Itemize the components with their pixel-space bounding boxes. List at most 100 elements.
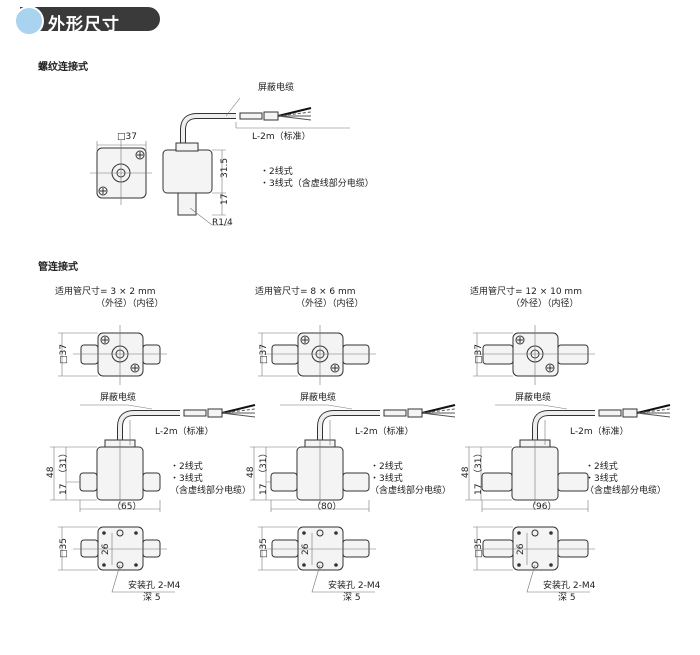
thread-size: R1/4 xyxy=(212,218,233,228)
fitting-right xyxy=(557,472,589,492)
col1-top-dim: □37 xyxy=(59,344,69,364)
screw-hole xyxy=(134,563,138,567)
col2-wiring-note: （含虚线部分电缆） xyxy=(370,486,452,496)
cable-wire xyxy=(636,404,671,414)
col2-lower-height: 17 xyxy=(259,483,269,495)
fitting-right xyxy=(342,472,370,492)
section-title: 外形尺寸 xyxy=(48,15,120,35)
cable-wire xyxy=(221,404,256,414)
screw-icon xyxy=(547,365,553,371)
col2-cable-length: L-2m（标准） xyxy=(355,427,414,437)
col1-cable-length: L-2m（标准） xyxy=(155,427,214,437)
mount-hole xyxy=(116,529,124,537)
screw-hole xyxy=(134,531,138,535)
col1-bottom-dim: □35 xyxy=(59,538,69,558)
fitting-right xyxy=(557,539,589,558)
screw-hole xyxy=(334,563,338,567)
dim-line xyxy=(250,420,370,512)
title-bullet-icon xyxy=(14,6,44,36)
col3-mount-depth: 深 5 xyxy=(558,593,576,603)
square-dim: □37 xyxy=(117,132,137,142)
leader-line xyxy=(80,404,153,410)
col2-upper-height: （31） xyxy=(259,448,269,478)
dim-upper: 31.5 xyxy=(220,157,230,178)
col1-size-sub: （外径）（内径） xyxy=(96,299,164,309)
fitting-right xyxy=(342,344,370,365)
screw-hole xyxy=(549,531,553,535)
cable-sleeve xyxy=(183,409,207,417)
col2-wiring-3: ・3线式 xyxy=(370,474,403,484)
screw-icon xyxy=(102,337,108,343)
fitting-left xyxy=(482,539,514,558)
dim-line xyxy=(50,420,161,512)
col1-wiring-2: ・2线式 xyxy=(170,462,203,472)
cable-wire xyxy=(636,408,671,414)
cable-wire xyxy=(277,107,312,117)
fitting-left xyxy=(481,472,513,492)
cable xyxy=(533,411,595,445)
screw-icon xyxy=(332,365,338,371)
col2-cable-label: 屏蔽电缆 xyxy=(300,393,337,403)
fitting-left xyxy=(270,472,298,492)
col3-bottom-dim: □35 xyxy=(474,538,484,558)
col3-mount-hole: 安装孔 2-M4 xyxy=(543,581,596,591)
mount-hole xyxy=(531,529,539,537)
col3-size-sub: （外径）（内径） xyxy=(511,299,579,309)
screw-icon xyxy=(132,365,138,371)
fitting-left xyxy=(482,344,514,365)
cable xyxy=(318,411,380,445)
cable xyxy=(181,114,236,150)
screw-icon xyxy=(302,337,308,343)
screw-hole xyxy=(302,531,306,535)
fitting-left xyxy=(80,344,99,365)
cable-sleeve xyxy=(383,409,407,417)
cable-label: 屏蔽电缆 xyxy=(258,83,295,93)
screw-icon xyxy=(137,152,143,158)
col3-top-dim: □37 xyxy=(474,344,484,364)
col1-cable-label: 屏蔽电缆 xyxy=(100,393,137,403)
leader-line xyxy=(280,404,353,410)
dim-line xyxy=(473,325,595,385)
col1-body-width: （65） xyxy=(112,502,142,512)
col2-size-sub: （外径）（内径） xyxy=(296,299,364,309)
fitting-left xyxy=(79,472,98,492)
col2-mount-hole: 安装孔 2-M4 xyxy=(328,581,381,591)
col2-wiring-2: ・2线式 xyxy=(370,462,403,472)
cable-wire xyxy=(636,412,671,418)
cable-wire xyxy=(421,404,456,414)
dim-line xyxy=(258,325,376,385)
cable-ferrule xyxy=(207,408,223,418)
col3-upper-height: （31） xyxy=(474,448,484,478)
dim-line xyxy=(96,141,147,152)
col2-bottom-dim: □35 xyxy=(259,538,269,558)
col3-total-height: 48 xyxy=(461,466,471,478)
dim-line xyxy=(58,325,167,385)
wiring-3: ・3线式（含虚线部分电缆） xyxy=(260,179,374,189)
threaded-heading: 螺纹连接式 xyxy=(38,62,88,73)
mount-hole xyxy=(316,529,324,537)
col3-size-line: 适用管尺寸= 12 × 10 mm xyxy=(470,287,582,297)
col1-total-height: 48 xyxy=(46,466,56,478)
fitting-right xyxy=(142,539,161,558)
col1-mount-depth: 深 5 xyxy=(143,593,161,603)
cable-wire xyxy=(277,111,312,117)
thread-stem xyxy=(177,192,197,216)
screw-hole xyxy=(102,531,106,535)
col1-upper-height: （31） xyxy=(59,448,69,478)
screw-hole xyxy=(302,563,306,567)
col2-size-line: 适用管尺寸= 8 × 6 mm xyxy=(255,287,356,297)
cable-wire xyxy=(277,115,312,121)
cable-sleeve xyxy=(598,409,622,417)
screw-icon xyxy=(100,188,106,194)
tube-heading: 管连接式 xyxy=(38,262,78,273)
fitting-right xyxy=(557,344,589,365)
screw-hole xyxy=(517,531,521,535)
cable-ferrule xyxy=(622,408,638,418)
dim-lower: 17 xyxy=(220,193,230,205)
dim-line xyxy=(465,420,589,512)
dim-line xyxy=(473,526,595,593)
fitting-left xyxy=(271,344,299,365)
fitting-right xyxy=(142,472,161,492)
